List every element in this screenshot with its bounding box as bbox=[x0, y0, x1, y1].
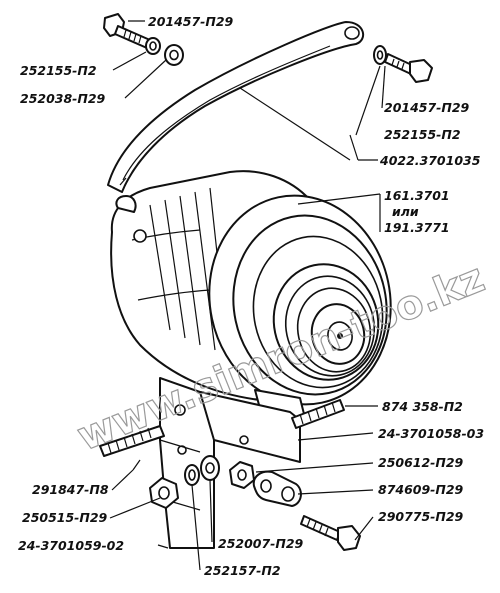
label-201457-p29-right: 201457-П29 bbox=[384, 100, 470, 115]
label-24-3701059-02: 24-3701059-02 bbox=[18, 538, 124, 553]
flat-washer-top-left bbox=[164, 44, 184, 66]
label-250515-p29: 250515-П29 bbox=[22, 510, 108, 525]
stud-right bbox=[291, 399, 345, 429]
label-201457-p29-top-left: 201457-П29 bbox=[148, 14, 234, 29]
stud-left bbox=[99, 425, 165, 457]
label-874609-p29: 874609-П29 bbox=[378, 482, 464, 497]
flat-washer-lower bbox=[200, 455, 220, 481]
bolt-top-right bbox=[384, 53, 433, 83]
spring-washer-top-right bbox=[373, 45, 387, 65]
label-252155-p2-right: 252155-П2 bbox=[384, 127, 461, 142]
leader-lines bbox=[109, 20, 386, 571]
label-24-3701058-03: 24-3701058-03 bbox=[378, 426, 484, 441]
label-874358-p2: 874 358-П2 bbox=[382, 399, 463, 414]
label-252157-p2: 252157-П2 bbox=[204, 563, 281, 578]
label-161-3701: 161.3701 bbox=[384, 188, 450, 203]
bolt-top-left bbox=[103, 13, 151, 49]
spring-washer-top-left bbox=[145, 37, 161, 55]
label-250612-p29: 250612-П29 bbox=[378, 455, 464, 470]
tension-bracket-strap bbox=[107, 21, 365, 193]
spring-washer-lower bbox=[184, 464, 200, 486]
label-252007-p29: 252007-П29 bbox=[218, 536, 304, 551]
label-291847-p8: 291847-П8 bbox=[32, 482, 109, 497]
label-191-3771: 191.3771 bbox=[384, 220, 450, 235]
nut-center bbox=[229, 461, 255, 489]
part-labels: 201457-П29 252155-П2 252038-П29 201457-П… bbox=[18, 14, 484, 578]
label-4022-3701035: 4022.3701035 bbox=[379, 153, 481, 168]
bolt-lower-right bbox=[300, 515, 361, 551]
label-252155-p2-left: 252155-П2 bbox=[20, 63, 97, 78]
spacer-bushing bbox=[252, 470, 302, 507]
nut-lower-left bbox=[149, 477, 179, 509]
label-or: или bbox=[392, 204, 419, 219]
alternator bbox=[110, 170, 392, 419]
label-252038-p29: 252038-П29 bbox=[20, 91, 106, 106]
mounting-bracket bbox=[159, 377, 301, 549]
label-290775-p29: 290775-П29 bbox=[378, 509, 464, 524]
